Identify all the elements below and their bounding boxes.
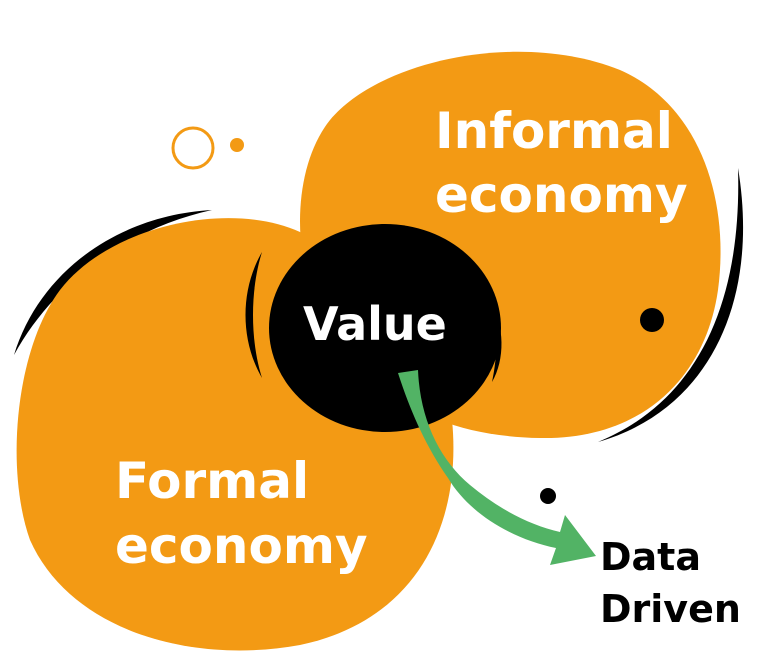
arc-small-left: [245, 252, 262, 378]
arc-top-left: [14, 210, 212, 355]
value-circle: [269, 224, 501, 432]
orange-dot: [230, 138, 244, 152]
formal-label-line1: Formal: [115, 452, 309, 510]
formal-label-line2: economy: [115, 517, 368, 575]
orange-ring: [171, 126, 215, 170]
data-driven-label-line1: Data: [600, 535, 701, 579]
value-label: Value: [303, 297, 447, 351]
informal-label-line1: Informal: [435, 102, 673, 160]
black-dot-small: [540, 488, 556, 504]
green-arrow: [398, 370, 596, 565]
data-driven-label-line2: Driven: [600, 587, 741, 631]
black-dot-large: [640, 308, 664, 332]
informal-label-line2: economy: [435, 166, 688, 224]
